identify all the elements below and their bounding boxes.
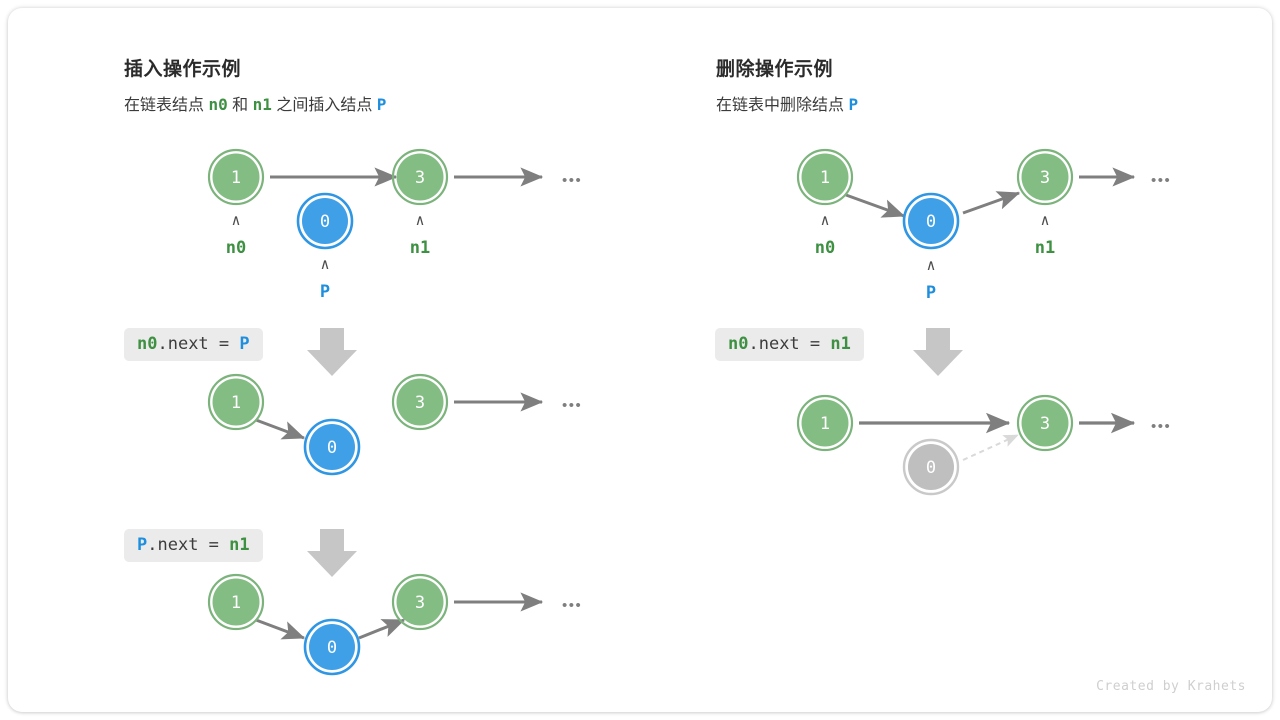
code-token-n0: n0 bbox=[137, 334, 158, 354]
node-value: 1 bbox=[231, 393, 241, 413]
caret-icon: ∧ bbox=[820, 211, 829, 229]
node-value: 1 bbox=[231, 168, 241, 188]
node-value: 0 bbox=[320, 212, 330, 232]
left-down-arrow-2 bbox=[307, 529, 357, 577]
pointer-label-n0: n0 bbox=[226, 238, 246, 258]
right-panel-subtitle: 在链表中删除结点 P bbox=[716, 91, 858, 115]
left-panel-title: 插入操作示例 bbox=[124, 59, 242, 80]
node-value: 3 bbox=[415, 393, 425, 413]
caret-icon: ∧ bbox=[415, 211, 424, 229]
node-value: 3 bbox=[1040, 414, 1050, 434]
caret-icon: ∧ bbox=[231, 211, 240, 229]
left-row-1: 1 ∧ n0 0 ∧ P 3 ∧ n1 ••• bbox=[207, 148, 582, 302]
caret-icon: ∧ bbox=[320, 255, 329, 273]
right-down-arrow-1 bbox=[913, 328, 963, 376]
left-step-2-code: P.next = n1 bbox=[124, 529, 263, 562]
node-n1[interactable]: 3 bbox=[391, 373, 449, 431]
node-p[interactable]: 0 bbox=[303, 418, 361, 476]
node-p[interactable]: 0 bbox=[296, 192, 354, 250]
right-step-1-code: n0.next = n1 bbox=[715, 328, 864, 361]
code-token-op: .next = bbox=[157, 334, 240, 354]
pointer-label-p: P bbox=[320, 282, 330, 302]
subtitle-seg: 之间插入结点 bbox=[271, 97, 377, 114]
subtitle-seg-p: P bbox=[376, 95, 387, 114]
node-n0[interactable]: 1 bbox=[207, 573, 265, 631]
arrow-n0-to-p bbox=[255, 618, 306, 640]
node-value: 0 bbox=[327, 438, 337, 458]
right-row-2: 1 0 3 ••• bbox=[796, 394, 1171, 496]
arrow-p-to-n1 bbox=[358, 618, 406, 640]
node-value: 3 bbox=[415, 593, 425, 613]
node-value: 3 bbox=[1040, 168, 1050, 188]
left-down-arrow-1 bbox=[307, 328, 357, 376]
node-n0[interactable]: 1 bbox=[796, 394, 854, 452]
node-value: 0 bbox=[926, 212, 936, 232]
ellipsis-label: ••• bbox=[1151, 172, 1171, 189]
code-token-p: P bbox=[239, 334, 250, 354]
node-n1[interactable]: 3 bbox=[391, 148, 449, 206]
footer-credit: Created by Krahets bbox=[1096, 679, 1246, 694]
node-n0[interactable]: 1 bbox=[796, 148, 854, 206]
caret-icon: ∧ bbox=[1040, 211, 1049, 229]
ellipsis-label: ••• bbox=[562, 597, 582, 614]
ellipsis-label: ••• bbox=[562, 397, 582, 414]
code-token-n1: n1 bbox=[830, 334, 851, 354]
node-deleted[interactable]: 0 bbox=[902, 438, 960, 496]
left-row-2: 1 0 3 ••• bbox=[207, 373, 582, 476]
node-value: 0 bbox=[926, 458, 936, 478]
node-value: 1 bbox=[231, 593, 241, 613]
node-n0[interactable]: 1 bbox=[207, 373, 265, 431]
arrow-deleted-dashed bbox=[962, 434, 1019, 461]
node-p[interactable]: 0 bbox=[303, 618, 361, 676]
node-value: 0 bbox=[327, 638, 337, 658]
ellipsis-label: ••• bbox=[1151, 418, 1171, 435]
node-n1[interactable]: 3 bbox=[1016, 394, 1074, 452]
arrow-p-to-n1 bbox=[962, 191, 1021, 215]
code-token-n1: n1 bbox=[229, 535, 250, 555]
left-panel-subtitle: 在链表结点 n0 和 n1 之间插入结点 P bbox=[124, 91, 386, 115]
arrow-n0-to-p bbox=[255, 418, 306, 440]
subtitle-seg: 和 bbox=[227, 97, 253, 114]
node-n0[interactable]: 1 bbox=[207, 148, 265, 206]
ellipsis-label: ••• bbox=[562, 172, 582, 189]
right-panel-title: 删除操作示例 bbox=[716, 59, 834, 80]
code-token-op: .next = bbox=[147, 535, 230, 555]
subtitle-seg: 在链表结点 bbox=[124, 97, 209, 114]
diagram-card: 插入操作示例 在链表结点 n0 和 n1 之间插入结点 P n0.next = … bbox=[8, 8, 1272, 712]
caret-icon: ∧ bbox=[926, 256, 935, 274]
node-value: 1 bbox=[820, 168, 830, 188]
node-n1[interactable]: 3 bbox=[1016, 148, 1074, 206]
node-value: 3 bbox=[415, 168, 425, 188]
pointer-label-n0: n0 bbox=[815, 238, 835, 258]
subtitle-seg: 在链表中删除结点 bbox=[716, 97, 849, 114]
node-p[interactable]: 0 bbox=[902, 192, 960, 250]
code-token-n0: n0 bbox=[728, 334, 749, 354]
subtitle-seg-n0: n0 bbox=[208, 95, 228, 114]
pointer-label-p: P bbox=[926, 283, 936, 303]
right-row-1: 1 ∧ n0 0 ∧ P 3 ∧ n1 ••• bbox=[796, 148, 1171, 303]
arrow-n0-to-p bbox=[845, 193, 906, 218]
pointer-label-n1: n1 bbox=[410, 238, 430, 258]
left-row-3: 1 0 3 ••• bbox=[207, 573, 582, 676]
pointer-label-n1: n1 bbox=[1035, 238, 1055, 258]
node-value: 1 bbox=[820, 414, 830, 434]
code-token-op: .next = bbox=[748, 334, 831, 354]
left-step-1-code: n0.next = P bbox=[124, 328, 263, 361]
subtitle-seg-n1: n1 bbox=[252, 95, 272, 114]
node-n1[interactable]: 3 bbox=[391, 573, 449, 631]
subtitle-seg-p: P bbox=[848, 95, 859, 114]
linked-list-graphics: 1 ∧ n0 0 ∧ P 3 ∧ n1 ••• bbox=[207, 148, 1171, 676]
code-token-p: P bbox=[137, 535, 148, 555]
